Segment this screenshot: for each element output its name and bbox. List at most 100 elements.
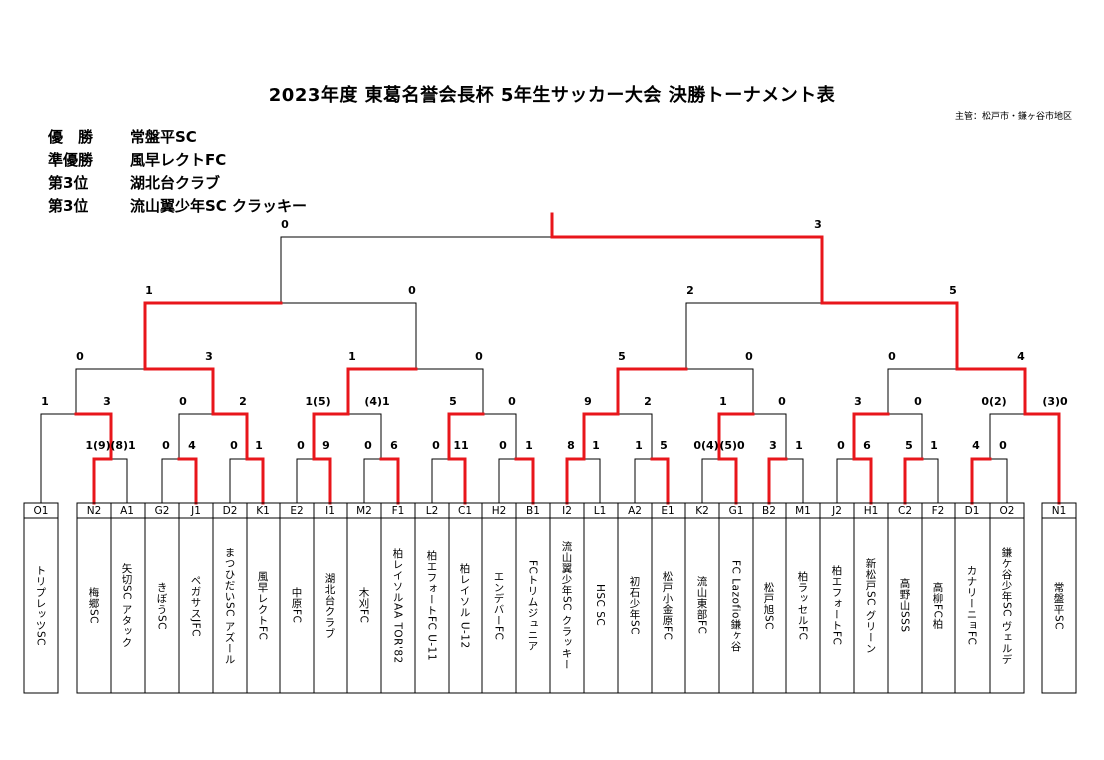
slot-boxes (23, 502, 1077, 694)
match-score: 4 (972, 439, 980, 452)
match-score: 3 (854, 395, 862, 408)
match-score: 1 (41, 395, 49, 408)
team-name: HSC SC (594, 584, 606, 627)
slot-code-g1: G1 (728, 505, 744, 517)
match-score: 1(5) (305, 395, 330, 408)
team-name: 高柳FC柏 (931, 581, 944, 630)
match-score: 5 (660, 439, 668, 452)
match-score: 1 (255, 439, 263, 452)
slot-code-f2: F2 (931, 505, 945, 517)
match-score: 4 (188, 439, 196, 452)
team-name: きぼうSC (155, 581, 168, 630)
match-score: 0 (408, 284, 416, 297)
team-name: 松戸小金原FC (661, 570, 674, 641)
match-score: (3)0 (1042, 395, 1068, 408)
match-score: 5 (949, 284, 957, 297)
team-slot: エンデバーFC (484, 522, 514, 689)
match-score: 0 (888, 350, 896, 363)
match-score: 0 (297, 439, 305, 452)
team-name: 常盤平SC (1052, 581, 1065, 630)
team-name: 柏エフォートFC U-11 (425, 549, 438, 662)
slot-code-j2: J2 (832, 505, 842, 517)
team-slot: 矢切SC アタック (112, 522, 142, 689)
team-slot: 常盤平SC (1044, 522, 1074, 689)
team-name: 柏レイソル U-12 (458, 562, 471, 649)
team-slot: FCトリムジュニア (518, 522, 548, 689)
match-score: 1 (525, 439, 533, 452)
slot-code-o2: O2 (999, 505, 1015, 517)
match-score: 2 (239, 395, 247, 408)
match-score: 1 (635, 439, 643, 452)
team-name: 風早レクトFC (256, 570, 269, 641)
team-name: 柏ラッセルFC (796, 570, 809, 641)
team-slot: 柏レイソルAA TOR'82 (383, 522, 413, 689)
match-score: 1 (719, 395, 727, 408)
match-score: 1(9) (85, 439, 110, 452)
team-name: 高野山SSS (898, 578, 911, 633)
team-name: 新松戸SC グリーン (864, 557, 877, 654)
result-champion: 優 勝常盤平SC (48, 127, 197, 147)
match-score: 0 (778, 395, 786, 408)
slot-code-d2: D2 (222, 505, 238, 517)
slot-code-m1: M1 (795, 505, 811, 517)
team-name: ペガサスJFC (189, 574, 202, 637)
slot-code-m2: M2 (356, 505, 372, 517)
match-score: 0 (837, 439, 845, 452)
match-score: 2 (686, 284, 694, 297)
team-slot: 松戸旭SC (754, 522, 784, 689)
result-label: 準優勝 (48, 151, 94, 169)
match-score: (8)1 (110, 439, 135, 452)
slot-code-a2: A2 (628, 505, 642, 517)
slot-code-h1: H1 (863, 505, 879, 517)
match-score: 8 (567, 439, 575, 452)
organizer-note: 主管：松戸市・鎌ヶ谷市地区 (954, 112, 1072, 122)
team-slot: 梅郷SC (79, 522, 109, 689)
team-slot: 中原FC (282, 522, 312, 689)
slot-code-g2: G2 (154, 505, 170, 517)
match-score: 9 (584, 395, 592, 408)
slot-code-l1: L1 (593, 505, 607, 517)
slot-code-i1: I1 (325, 505, 335, 517)
team-slot: ペガサスJFC (181, 522, 211, 689)
slot-code-k1: K1 (256, 505, 270, 517)
team-slot: カナリーニョFC (957, 522, 987, 689)
match-score: 4 (1017, 350, 1025, 363)
team-slot: 流山翼少年SC クラッキー (552, 522, 582, 689)
team-slot: きぼうSC (147, 522, 177, 689)
match-score: 9 (322, 439, 330, 452)
result-third-2: 第3位流山翼少年SC クラッキー (48, 196, 307, 216)
match-score: 0 (364, 439, 372, 452)
match-score: 3 (769, 439, 777, 452)
team-slot: 風早レクトFC (248, 522, 278, 689)
match-score: (5)0 (719, 439, 745, 452)
match-score: 0 (179, 395, 187, 408)
team-name: 初石少年SC (628, 576, 641, 635)
result-team: 湖北台クラブ (130, 174, 221, 192)
match-score: 5 (449, 395, 457, 408)
result-team: 風早レクトFC (130, 151, 227, 169)
team-name: 鎌ケ谷少年SC ヴェルデ (1000, 546, 1013, 665)
match-score: 0 (281, 218, 289, 231)
slot-code-l2: L2 (425, 505, 439, 517)
match-score: 5 (905, 439, 913, 452)
match-score: 6 (390, 439, 398, 452)
team-name: 流山東部FC (695, 576, 708, 635)
team-slot: FC Lazofio鎌ヶ谷 (721, 522, 751, 689)
team-slot: 柏エフォートFC (822, 522, 852, 689)
slot-code-a1: A1 (120, 505, 134, 517)
team-slot: 新松戸SC グリーン (856, 522, 886, 689)
team-name: 湖北台クラブ (323, 572, 336, 639)
team-name: トリプレッツSC (34, 565, 47, 646)
match-score: 11 (453, 439, 468, 452)
team-name: 松戸旭SC (762, 581, 775, 630)
result-label: 優 勝 (48, 128, 94, 146)
winner-path (74, 212, 1061, 505)
team-slot: 柏レイソル U-12 (450, 522, 480, 689)
match-score: 3 (103, 395, 111, 408)
match-score: 0 (999, 439, 1007, 452)
team-name: 柏エフォートFC (830, 565, 843, 646)
team-name: FC Lazofio鎌ヶ谷 (729, 559, 742, 652)
slot-code-j1: J1 (191, 505, 201, 517)
match-score: 0(2) (981, 395, 1006, 408)
match-score: 3 (205, 350, 213, 363)
